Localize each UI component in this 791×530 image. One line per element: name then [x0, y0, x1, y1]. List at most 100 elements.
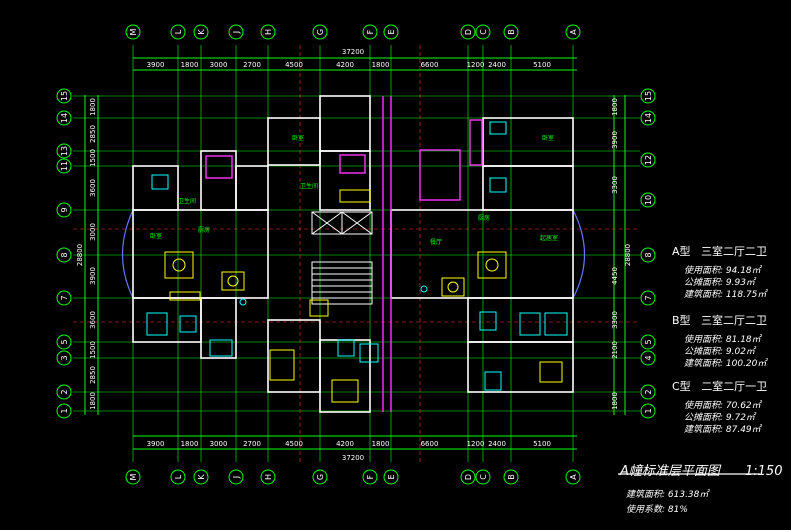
axis-bubble-L: L [170, 24, 186, 40]
axis-label: D [464, 29, 473, 35]
axis-bubble-4: 4 [640, 350, 656, 366]
dimension-lines [84, 57, 626, 450]
axis-bubble-H: H [260, 469, 276, 485]
left-dim-label: 3900 [89, 267, 97, 285]
axis-label: 9 [60, 207, 69, 212]
axis-label: 12 [644, 155, 653, 165]
axis-bubble-11: 11 [56, 158, 72, 174]
axis-label: 5 [60, 339, 69, 344]
stair-elevator-core [311, 211, 373, 305]
unit-desc-label: 二室二厅一卫 [701, 380, 768, 393]
axis-bubble-15: 15 [56, 88, 72, 104]
axis-bubble-M: M [125, 24, 141, 40]
area-row: 使用面积: 70.62㎡ [684, 401, 761, 411]
right-dim-label: 3300 [611, 176, 619, 194]
axis-bubble-12: 12 [640, 152, 656, 168]
axis-label: A [569, 29, 578, 35]
axis-label: J [232, 31, 241, 34]
axis-label: 7 [60, 295, 69, 300]
axis-label: 14 [644, 113, 653, 123]
unit-type-heading: B型 三室二厅二卫 [672, 312, 767, 328]
axis-bubble-B: B [503, 469, 519, 485]
axis-bubble-14: 14 [56, 110, 72, 126]
axis-label: E [387, 474, 396, 479]
summary-ratio: 使用系数: 81% [626, 505, 688, 515]
right-dim-label: 1800 [611, 98, 619, 116]
axis-label: 2 [644, 389, 653, 394]
axis-bubble-J: J [228, 24, 244, 40]
axis-bubble-K: K [193, 469, 209, 485]
svg-text:厨房: 厨房 [478, 214, 490, 222]
axis-label: E [387, 29, 396, 34]
left-dim-label: 1800 [89, 98, 97, 116]
axis-label: H [264, 474, 273, 480]
axis-label: L [174, 474, 183, 479]
axis-bubble-C: C [475, 24, 491, 40]
axis-bubble-G: G [312, 469, 328, 485]
axis-label: J [232, 476, 241, 479]
axis-label: H [264, 29, 273, 35]
left-dim-label: 3600 [89, 179, 97, 197]
axis-bubble-8: 8 [640, 247, 656, 263]
axis-bubble-A: A [565, 469, 581, 485]
axis-label: 11 [60, 161, 69, 171]
axis-bubble-15: 15 [640, 88, 656, 104]
axis-bubble-13: 13 [56, 143, 72, 159]
unit-desc-label: 三室二厅二卫 [701, 314, 768, 327]
axis-label: C [479, 474, 488, 480]
bottom-dim-label: 1200 [467, 440, 485, 448]
unit-desc-label: 三室二厅二卫 [701, 245, 768, 258]
axis-label: 14 [60, 113, 69, 123]
left-dim-label: 1800 [89, 392, 97, 410]
axis-bubble-A: A [565, 24, 581, 40]
bottom-dim-label: 4200 [336, 440, 354, 448]
area-row: 使用面积: 94.18㎡ [684, 266, 761, 276]
svg-text:厨房: 厨房 [198, 226, 210, 234]
bay-window-arcs [121, 209, 586, 299]
axis-bubble-M: M [125, 469, 141, 485]
bottom-dim-label: 3000 [210, 440, 228, 448]
left-dim-label: 3600 [89, 311, 97, 329]
walls [132, 95, 574, 413]
area-row: 公摊面积: 9.93㎡ [684, 278, 755, 288]
svg-text:卫生间: 卫生间 [300, 182, 318, 190]
axis-bubble-E: E [383, 469, 399, 485]
axis-bubble-1: 1 [56, 403, 72, 419]
area-row: 公摊面积: 9.72㎡ [684, 413, 755, 423]
axis-bubble-C: C [475, 469, 491, 485]
unit-type-heading: A型 三室二厅二卫 [672, 243, 767, 259]
axis-bubble-1: 1 [640, 403, 656, 419]
area-row: 建筑面积: 118.75㎡ [684, 290, 767, 300]
top-dim-label: 5100 [533, 61, 551, 69]
row-grid-lines [73, 95, 640, 412]
left-dim-label: 2850 [89, 366, 97, 384]
axis-label: G [316, 474, 325, 480]
axis-bubble-3: 3 [56, 350, 72, 366]
top-dim-label: 1200 [467, 61, 485, 69]
svg-text:卫生间: 卫生间 [178, 197, 196, 205]
top-dim-label: 3900 [147, 61, 165, 69]
axis-label: M [129, 28, 138, 35]
axis-bubble-5: 5 [640, 334, 656, 350]
area-row: 建筑面积: 87.49㎡ [684, 425, 761, 435]
left-dim-label: 2850 [89, 125, 97, 143]
right-dim-label: 1800 [611, 392, 619, 410]
summary-area: 建筑面积: 613.38㎡ [626, 490, 709, 500]
svg-text:餐厅: 餐厅 [430, 238, 442, 246]
axis-label: 3 [60, 355, 69, 360]
axis-bubble-F: F [362, 469, 378, 485]
area-row: 公摊面积: 9.02㎡ [684, 347, 755, 357]
axis-label: F [366, 29, 375, 34]
bottom-dim-label: 4500 [285, 440, 303, 448]
axis-label: 2 [60, 389, 69, 394]
right-dim-label: 4450 [611, 267, 619, 285]
unit-type-label: A型 [672, 245, 691, 258]
furniture [164, 189, 563, 403]
axis-label: 10 [644, 195, 653, 205]
axis-bubble-B: B [503, 24, 519, 40]
axis-label: A [569, 474, 578, 480]
axis-bubble-J: J [228, 469, 244, 485]
partition-walls [205, 96, 483, 412]
right-dim-label: 2100 [611, 341, 619, 359]
